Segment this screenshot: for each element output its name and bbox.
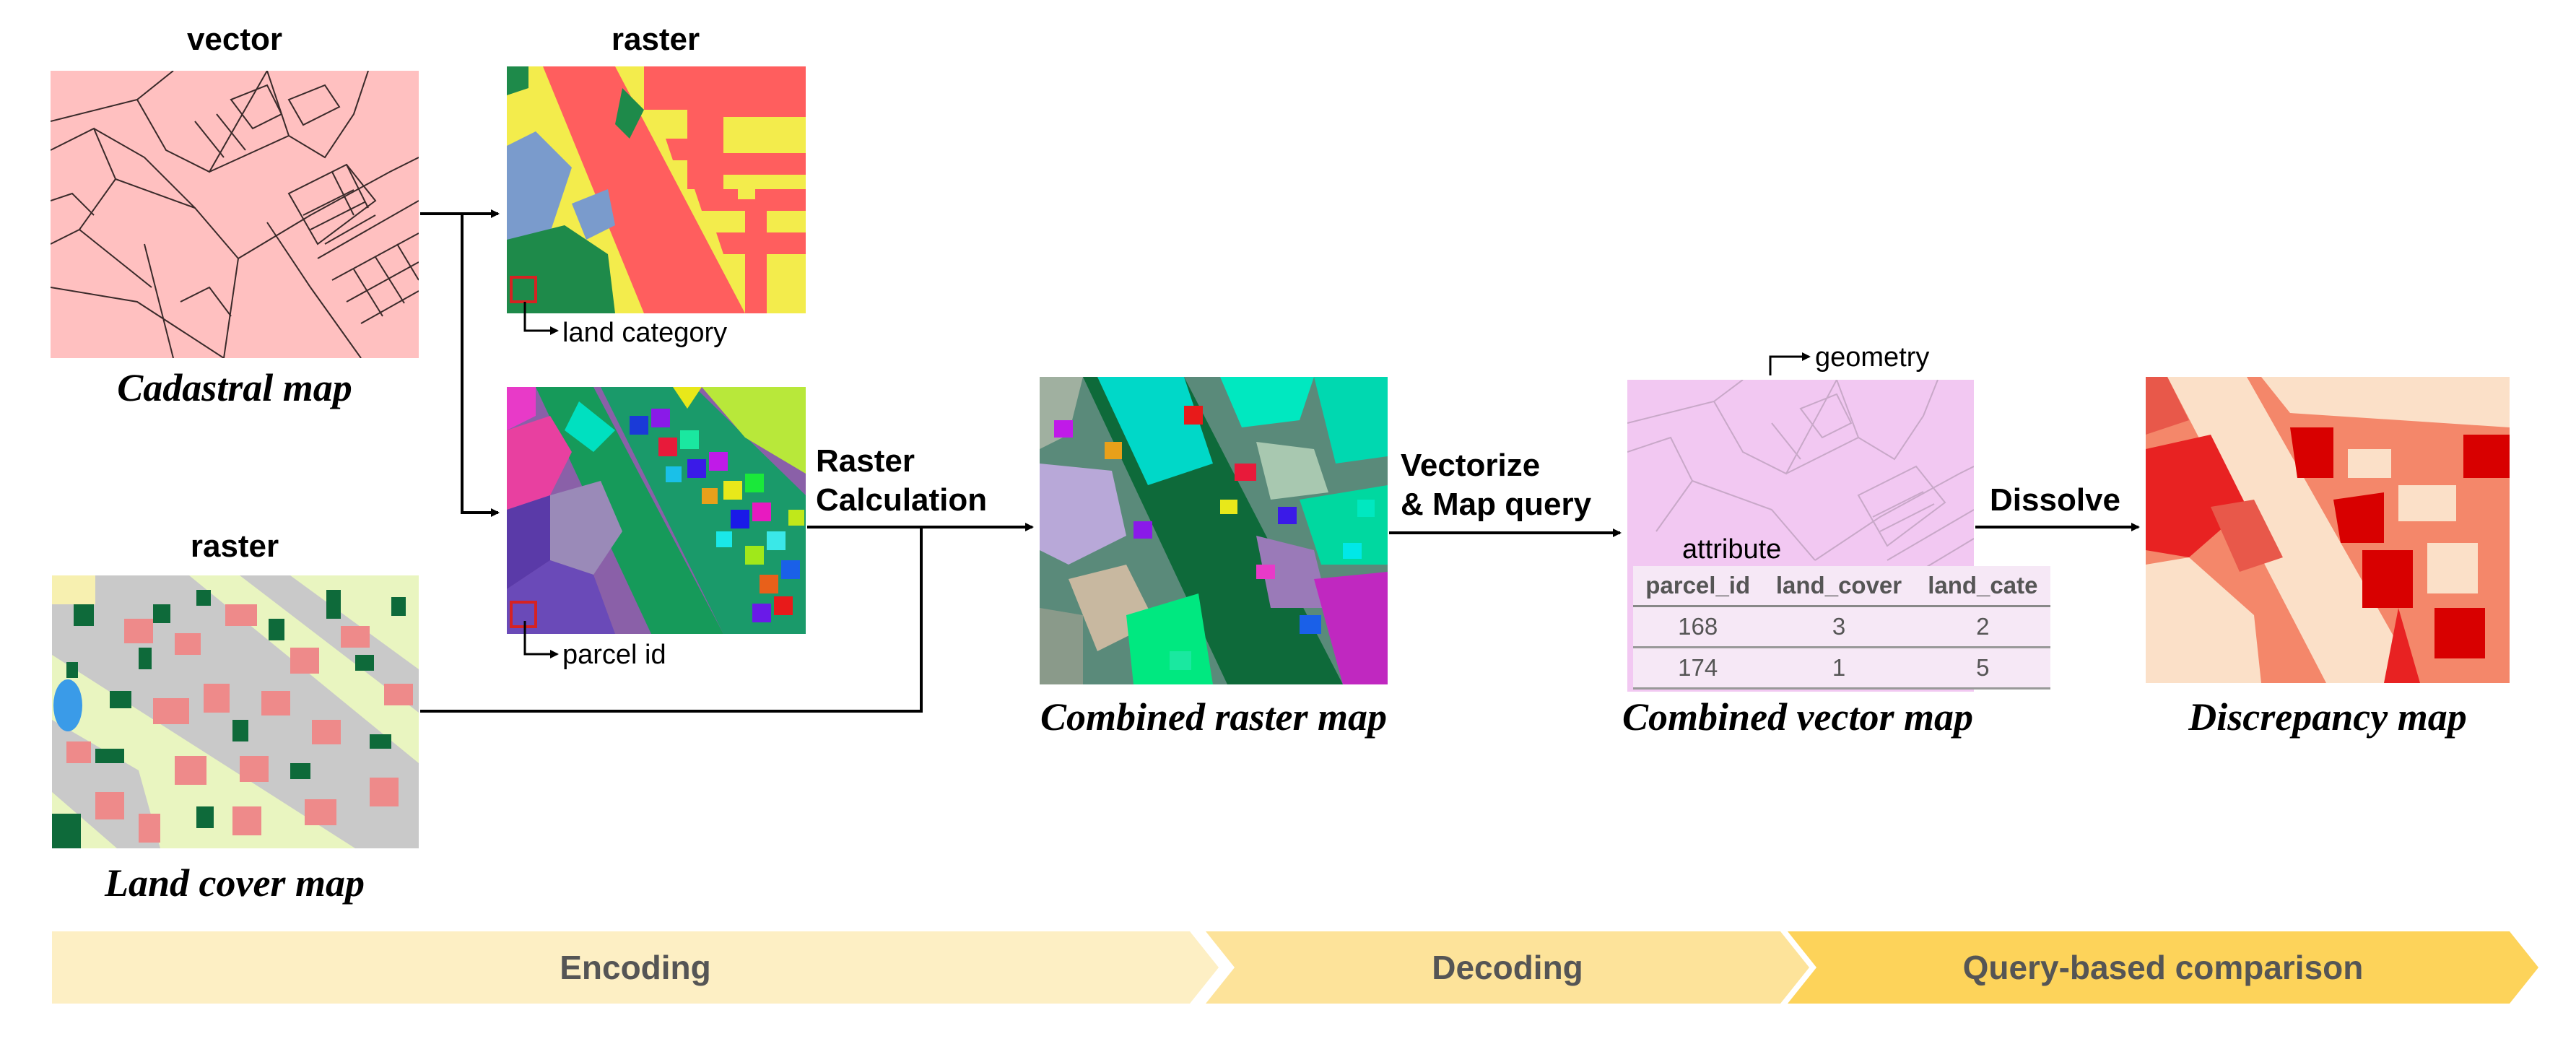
column-header-land-cate: land_cate (1915, 566, 2050, 607)
geometry-label: geometry (1815, 342, 1930, 373)
land-category-label: land category (562, 318, 728, 348)
stage-encoding: Encoding (52, 931, 1219, 1004)
raster-calculation-line1: Raster (816, 443, 915, 479)
attribute-label: attribute (1682, 534, 1782, 565)
combined-vector-map-caption: Combined vector map (1622, 695, 1973, 739)
vector-label: vector (186, 22, 283, 57)
table-cell: 1 (1762, 647, 1915, 690)
stage-encoding-label: Encoding (560, 949, 711, 986)
table-cell: 2 (1915, 606, 2050, 648)
vectorize-label: Vectorize & Map query (1401, 446, 1591, 524)
stage-comparison-label: Query-based comparison (1962, 949, 2364, 986)
dissolve-label: Dissolve (1990, 482, 2120, 518)
land-category-highlight-box (510, 276, 537, 303)
raster-calculation-label: Raster Calculation (816, 442, 987, 520)
table-cell: 3 (1762, 606, 1915, 648)
parcel-id-highlight-box (510, 601, 537, 628)
cadastral-map-image (51, 71, 419, 358)
parcel-id-map-image (507, 387, 806, 634)
table-cell: 5 (1915, 647, 2050, 690)
discrepancy-map-image (2146, 377, 2510, 683)
cadastral-map-caption: Cadastral map (117, 366, 352, 409)
column-header-land-cover: land_cover (1762, 566, 1915, 607)
parcel-id-label: parcel id (562, 640, 666, 670)
stage-decoding-label: Decoding (1432, 949, 1583, 986)
land-cover-map-image (52, 575, 419, 848)
vectorize-line2: & Map query (1401, 487, 1592, 522)
vectorize-line1: Vectorize (1401, 448, 1541, 483)
attribute-table: parcel_id land_cover land_cate 168 3 2 1… (1633, 566, 2050, 690)
combined-raster-map-image (1040, 377, 1388, 684)
stage-decoding: Decoding (1206, 931, 1809, 1004)
stage-comparison: Query-based comparison (1788, 931, 2538, 1004)
land-cover-map-caption: Land cover map (105, 861, 365, 905)
combined-raster-map-caption: Combined raster map (1040, 695, 1388, 739)
raster-label-landcover: raster (190, 528, 279, 564)
table-cell: 174 (1633, 647, 1763, 690)
table-cell: 168 (1633, 606, 1763, 648)
land-category-map-image (507, 66, 806, 313)
table-row: 168 3 2 (1633, 606, 2050, 648)
raster-calculation-line2: Calculation (816, 482, 988, 518)
discrepancy-map-caption: Discrepancy map (2188, 695, 2467, 739)
raster-label-landcategory: raster (611, 22, 700, 57)
column-header-parcel-id: parcel_id (1633, 566, 1763, 607)
table-row: 174 1 5 (1633, 647, 2050, 690)
